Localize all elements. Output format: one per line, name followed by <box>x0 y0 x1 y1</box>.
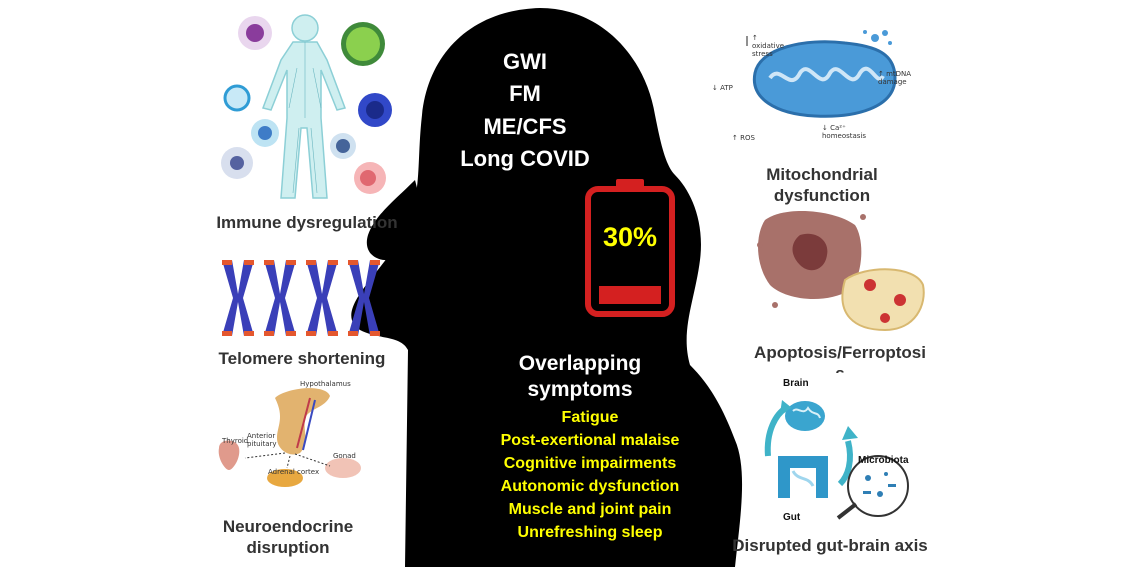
mtdna-damage-text: mtDNA damage <box>878 70 912 86</box>
apoptosis-label-line1: Apoptosis/Ferroptosi <box>754 343 926 362</box>
gut-label: Gut <box>783 512 801 523</box>
hypothalamus-label: Hypothalamus <box>300 380 351 388</box>
ros-text: ROS <box>740 134 755 142</box>
mitochondria-illustration <box>746 30 897 118</box>
anterior-pituitary-label: Anterior pituitary <box>247 432 277 448</box>
condition-long-covid: Long COVID <box>460 146 590 171</box>
symptoms-title: Overlapping symptoms <box>480 351 680 403</box>
symptom-item: Muscle and joint pain <box>508 501 672 518</box>
neuroendocrine-label: Neuroendocrine disruption <box>208 516 368 558</box>
mitochondrial-dysfunction-label: Mitochondrial dysfunction <box>742 164 902 206</box>
calcium-label: ↓ Ca²⁺ homeostasis <box>822 124 867 140</box>
condition-fm: FM <box>509 81 541 106</box>
thyroid-label: Thyroid <box>222 437 249 445</box>
microbiota-label: Microbiota <box>858 455 909 466</box>
calcium-text: Ca²⁺ homeostasis <box>822 124 867 140</box>
gut-brain-illustration <box>764 400 909 520</box>
symptom-item: Autonomic dysfunction <box>500 478 680 495</box>
battery-level-label: 30% <box>602 222 658 252</box>
neuroendocrine-illustration <box>218 388 361 487</box>
symptoms-title-line1: Overlapping <box>518 352 642 375</box>
symptoms-title-line2: symptoms <box>527 378 633 401</box>
apoptosis-cells-illustration <box>757 210 925 332</box>
gonad-label: Gonad <box>333 452 356 460</box>
neuroendocrine-label-line2: disruption <box>246 538 330 557</box>
adrenal-cortex-label: Adrenal cortex <box>268 468 320 476</box>
condition-mecfs: ME/CFS <box>483 114 567 139</box>
mito-label-line1: Mitochondrial <box>766 165 878 184</box>
apoptosis-label-line2: s <box>745 363 935 373</box>
chromosomes-illustration <box>222 260 380 336</box>
apoptosis-ferroptosis-label: Apoptosis/Ferroptosi s <box>745 342 935 373</box>
atp-text: ATP <box>720 84 733 92</box>
mtdna-damage-label: ↑ mtDNA damage <box>878 70 912 86</box>
symptom-item: Unrefreshing sleep <box>517 524 663 541</box>
symptom-item: Cognitive impairments <box>503 455 677 472</box>
neuroendocrine-label-line1: Neuroendocrine <box>222 517 354 536</box>
atp-label: ↓ ATP <box>712 84 733 92</box>
gut-brain-axis-label: Disrupted gut-brain axis <box>732 536 928 555</box>
immune-cells-illustration <box>221 14 392 199</box>
immune-dysregulation-label: Immune dysregulation <box>216 213 398 232</box>
symptom-item: Post-exertional malaise <box>500 432 680 449</box>
oxidative-stress-text: oxidative stress <box>752 42 785 58</box>
symptoms-list: Fatigue Post-exertional malaise Cognitiv… <box>470 406 710 544</box>
telomere-shortening-label: Telomere shortening <box>218 349 386 368</box>
brain-label: Brain <box>783 378 809 389</box>
mito-label-line2: dysfunction <box>773 186 871 205</box>
ros-label: ↑ ROS <box>732 134 755 142</box>
symptom-item: Fatigue <box>561 409 619 426</box>
battery-icon <box>585 179 675 317</box>
oxidative-stress-label: ↑ oxidative stress <box>752 34 785 58</box>
condition-gwi: GWI <box>503 49 547 74</box>
